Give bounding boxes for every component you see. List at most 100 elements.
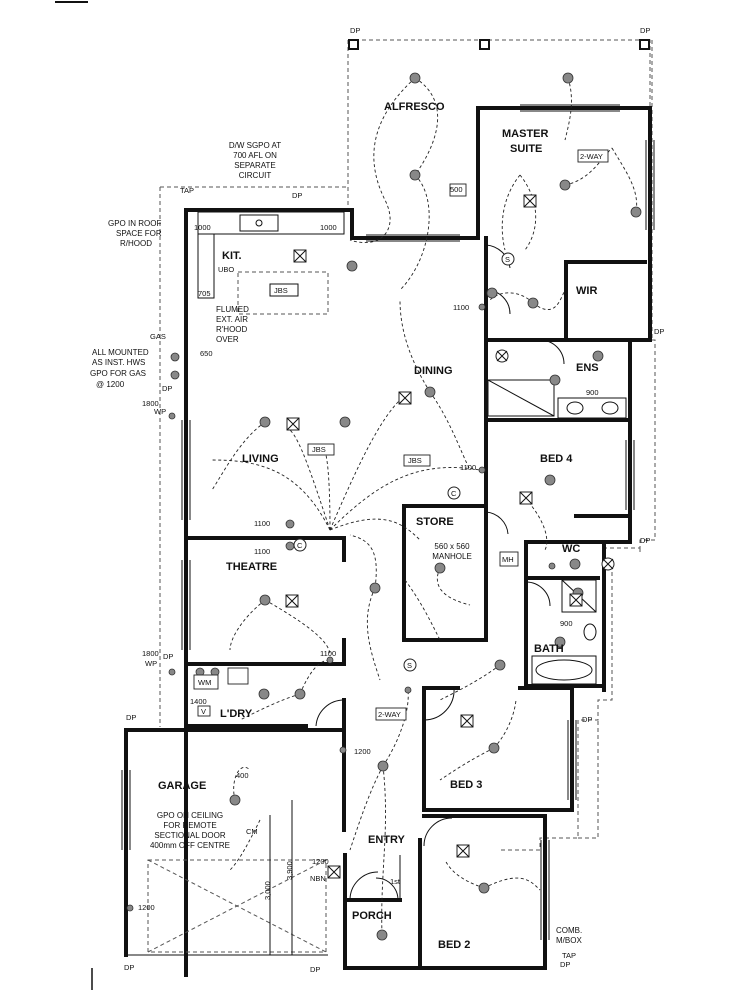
bathroom-fixtures xyxy=(487,379,627,685)
dim-label: 1200 xyxy=(138,903,155,912)
kitchen-fixtures xyxy=(197,211,345,315)
room-label: STORE xyxy=(416,516,454,528)
fan-icon xyxy=(569,593,583,607)
room-label: PORCH xyxy=(352,910,392,922)
gpo-roof-note: R/HOOD xyxy=(120,239,152,248)
dim-label: 1800 xyxy=(142,649,159,658)
light-point xyxy=(346,260,358,272)
smoke-detectors xyxy=(293,252,515,672)
room-label: WC xyxy=(562,543,580,555)
room-labels: ALFRESCO MASTER SUITE WIR ENS KIT. DININ… xyxy=(158,101,599,951)
fan-icon xyxy=(286,417,300,431)
fan-icon xyxy=(285,594,299,608)
flumed-note: FLUMED xyxy=(216,305,249,314)
dp-label: DP xyxy=(162,384,172,393)
room-label: LIVING xyxy=(242,453,279,465)
c-label: C xyxy=(451,489,457,498)
light-point xyxy=(554,636,566,648)
gpo-ceiling-note: SECTIONAL DOOR xyxy=(154,831,225,840)
room-label: ENTRY xyxy=(368,834,406,846)
s-label: S xyxy=(505,255,510,264)
dim-label: 3,900 xyxy=(285,861,294,880)
two-way-label: 2-WAY xyxy=(580,152,603,161)
light-point xyxy=(404,686,412,694)
room-label: ENS xyxy=(576,362,599,374)
dw-sgpo-note: D/W SGPO AT xyxy=(229,141,281,150)
room-label: BATH xyxy=(534,643,564,655)
room-label: WIR xyxy=(576,285,597,297)
room-label: BED 4 xyxy=(540,453,573,465)
cm-label: CM xyxy=(246,827,258,836)
dim-label: 650 xyxy=(200,349,213,358)
dp-label: DP xyxy=(560,960,570,969)
manhole-note: 560 x 560 xyxy=(434,542,470,551)
light-point xyxy=(569,558,581,570)
jbs-label: JBS xyxy=(274,286,288,295)
light-point xyxy=(229,794,241,806)
dim-label: 1100 xyxy=(254,547,270,556)
room-label: ALFRESCO xyxy=(384,101,445,113)
dim-label: 500 xyxy=(450,185,463,194)
gpo-ceiling-note: 400mm OFF CENTRE xyxy=(150,841,230,850)
flumed-note: R'HOOD xyxy=(216,325,248,334)
room-label: BED 2 xyxy=(438,939,470,951)
room-label: KIT. xyxy=(222,250,242,262)
dp-label: DP xyxy=(350,26,360,35)
room-label: MASTER xyxy=(502,128,549,140)
windows xyxy=(121,104,655,940)
dim-label: 1100 xyxy=(460,463,476,472)
gpo-outlets xyxy=(126,188,556,912)
light-point xyxy=(527,297,539,309)
jbs-label: JBS xyxy=(408,456,422,465)
light-point xyxy=(488,742,500,754)
light-point xyxy=(369,582,381,594)
garage-door xyxy=(147,800,327,955)
light-point xyxy=(549,374,561,386)
dim-label: 1000 xyxy=(194,223,211,232)
fan-icon xyxy=(398,391,412,405)
light-point xyxy=(424,386,436,398)
light-point xyxy=(434,562,446,574)
at-1200-note: @ 1200 xyxy=(96,380,125,389)
dimension-labels: 500 1000 1000 705 650 1100 1800 900 1100… xyxy=(138,185,599,912)
s-label: S xyxy=(407,661,412,670)
small-labels: DP DP DP TAP DP GAS DP WP WP DP DP DP DP… xyxy=(124,26,664,974)
light-point xyxy=(486,287,498,299)
fan-icon xyxy=(460,714,474,728)
dim-label: 900 xyxy=(586,388,599,397)
dim-label: 1100 xyxy=(453,303,469,312)
dim-label: 3,000 xyxy=(263,881,272,900)
dp-label: DP xyxy=(292,191,302,200)
doors xyxy=(315,244,565,901)
light-point xyxy=(259,594,271,606)
dp-label: DP xyxy=(582,715,592,724)
light-point xyxy=(478,882,490,894)
fan-icon xyxy=(456,844,470,858)
dim-label: 705 xyxy=(198,289,211,298)
fan-icon xyxy=(519,491,533,505)
light-point xyxy=(294,688,306,700)
dim-label: 900 xyxy=(560,619,573,628)
light-point xyxy=(562,72,574,84)
dp-label: DP xyxy=(163,652,173,661)
light-point xyxy=(544,474,556,486)
jbs-label: JBS xyxy=(312,445,326,454)
light-point xyxy=(630,206,642,218)
light-point xyxy=(409,169,421,181)
ubo-label: UBO xyxy=(218,265,234,274)
dp-label: DP xyxy=(654,327,664,336)
room-label: GARAGE xyxy=(158,780,206,792)
gpo-gas-note: GPO FOR GAS xyxy=(90,369,146,378)
dim-label: 1200 xyxy=(312,857,329,866)
tap-label: TAP xyxy=(180,186,194,195)
heater-symbols xyxy=(495,349,615,571)
light-point xyxy=(259,416,271,428)
light-point xyxy=(377,760,389,772)
light-point xyxy=(376,929,388,941)
light-point xyxy=(258,688,270,700)
dim-label: 1000 xyxy=(320,223,337,232)
nbn-label: NBN xyxy=(310,874,326,883)
dw-sgpo-note: CIRCUIT xyxy=(239,171,272,180)
dp-label: DP xyxy=(640,26,650,35)
